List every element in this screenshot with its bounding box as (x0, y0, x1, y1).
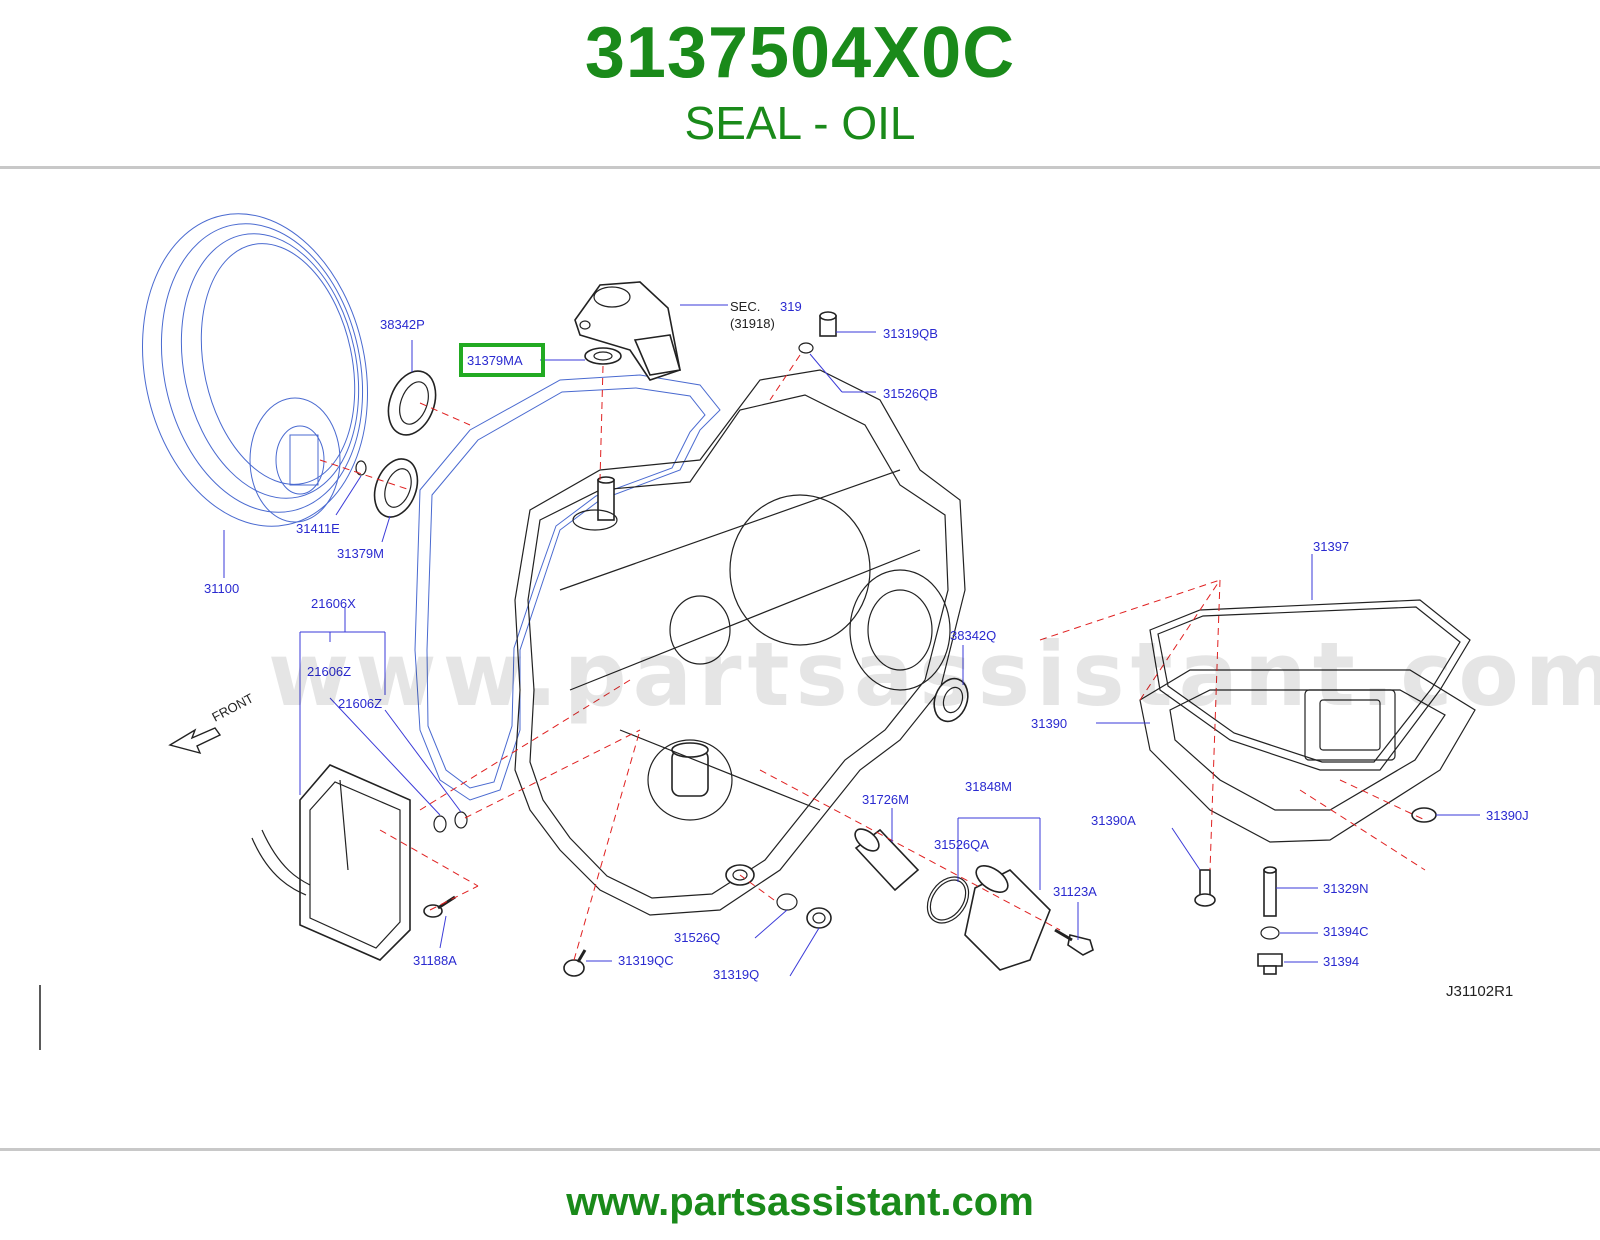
label-31100[interactable]: 31100 (204, 581, 239, 596)
label-31188A[interactable]: 31188A (413, 953, 457, 968)
label-31123A[interactable]: 31123A (1053, 884, 1097, 899)
oring-31526QA[interactable] (919, 869, 977, 931)
label-21606X[interactable]: 21606X (311, 596, 356, 611)
label-31329N[interactable]: 31329N (1323, 881, 1369, 896)
sensor-assembly[interactable] (574, 281, 682, 381)
label-31726M[interactable]: 31726M (862, 792, 909, 807)
label-31319QC[interactable]: 31319QC (618, 953, 674, 968)
transmission-case[interactable] (414, 369, 966, 916)
label-38342P[interactable]: 38342P (380, 317, 425, 332)
bolt-31319QC[interactable] (563, 949, 587, 977)
orings-21606Z[interactable] (433, 811, 468, 833)
washer-31526Q[interactable] (776, 893, 798, 911)
leader-lines (223, 304, 1480, 977)
drawing-code: J31102R1 (1446, 983, 1513, 1000)
label-31526QA[interactable]: 31526QA (934, 837, 989, 852)
label-21606Z-a[interactable]: 21606Z (307, 664, 351, 679)
seal-38342P[interactable] (380, 364, 444, 441)
header-divider (0, 166, 1600, 169)
label-31319QB[interactable]: 31319QB (883, 326, 938, 341)
label-31390[interactable]: 31390 (1031, 716, 1067, 731)
header: 3137504X0C SEAL - OIL (0, 0, 1600, 168)
label-sec: SEC. (730, 299, 760, 314)
label-31379MA[interactable]: 31379MA (467, 353, 523, 368)
label-31397[interactable]: 31397 (1313, 539, 1349, 554)
oil-cooler[interactable] (251, 764, 411, 961)
label-38342Q[interactable]: 38342Q (950, 628, 996, 643)
washer-31526QB[interactable] (798, 342, 814, 354)
filter-31726M[interactable] (851, 825, 920, 892)
bolt-31390A[interactable] (1194, 869, 1216, 907)
plug-31319QB[interactable] (819, 311, 837, 337)
pin-31329N[interactable] (1263, 866, 1277, 917)
bolt-31188A[interactable] (423, 895, 456, 918)
footer-url[interactable]: www.partsassistant.com (566, 1180, 1034, 1224)
label-sec-num[interactable]: 319 (780, 299, 802, 314)
seal-31379MA[interactable] (584, 347, 622, 365)
label-front: FRONT (209, 690, 256, 724)
front-arrow-icon (168, 727, 222, 755)
alignment-lines (319, 354, 1426, 961)
seal-38342Q[interactable] (928, 674, 973, 726)
plug-31319Q[interactable] (806, 907, 832, 929)
oring-31411E[interactable] (355, 460, 367, 476)
seal-31379M[interactable] (367, 453, 425, 523)
part-number-title: 3137504X0C (584, 13, 1016, 93)
highlight-box (459, 343, 545, 377)
footer-divider (0, 1148, 1600, 1151)
label-31526QB[interactable]: 31526QB (883, 386, 938, 401)
watermark: www.partsassistant.com (268, 623, 1600, 726)
part-description: SEAL - OIL (684, 97, 916, 149)
label-21606Z-b[interactable]: 21606Z (338, 696, 382, 711)
washer-31390J[interactable] (1411, 807, 1437, 823)
filter-31848M[interactable] (964, 860, 1051, 971)
torque-converter[interactable] (115, 193, 396, 548)
washer-31394C[interactable] (1260, 926, 1280, 940)
label-31390A[interactable]: 31390A (1091, 813, 1136, 828)
label-31394[interactable]: 31394 (1323, 954, 1359, 969)
label-sec-ref: (31918) (730, 316, 775, 331)
label-31848M[interactable]: 31848M (965, 779, 1012, 794)
label-31394C[interactable]: 31394C (1323, 924, 1369, 939)
oil-pan[interactable] (1139, 669, 1476, 843)
label-31526Q[interactable]: 31526Q (674, 930, 720, 945)
label-31319Q[interactable]: 31319Q (713, 967, 759, 982)
oil-pan-gasket[interactable] (1149, 599, 1471, 771)
plug-31394[interactable] (1257, 953, 1283, 975)
parts-diagram: 38342P 31379MA SEC. 319 (31918) 31319QB … (39, 193, 1600, 1050)
label-31411E[interactable]: 31411E (296, 521, 340, 536)
label-31379M[interactable]: 31379M (337, 546, 384, 561)
bolt-31123A[interactable] (1054, 928, 1094, 956)
label-31390J[interactable]: 31390J (1486, 808, 1529, 823)
